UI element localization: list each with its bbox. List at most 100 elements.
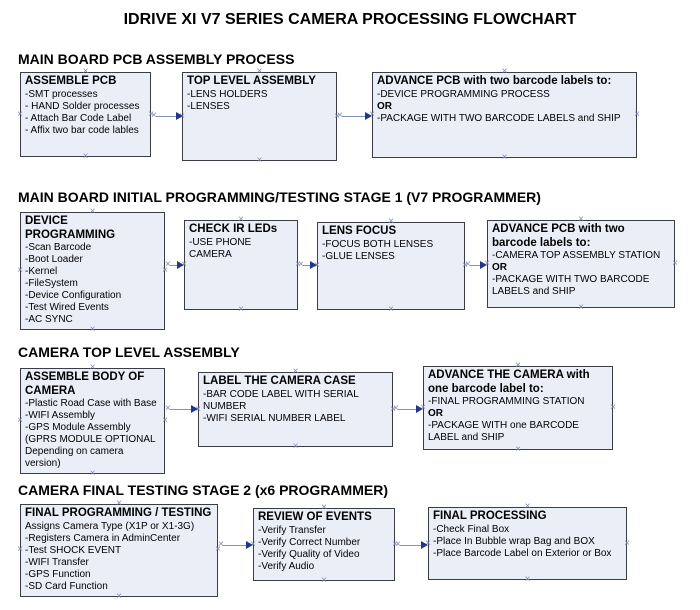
arrow-shaft <box>222 544 246 546</box>
box-item: Depending on camera version) <box>25 446 124 469</box>
box-title: DEVICE PROGRAMMING <box>25 215 116 241</box>
box-item: -LENSES <box>187 100 230 112</box>
box-title: ADVANCE THE CAMERA with one barcode labe… <box>428 369 590 395</box>
connection-handle: × <box>395 539 401 550</box>
connection-handle: × <box>165 259 171 270</box>
box-items: Assigns Camera Type (X1P or X1-3G)-Regis… <box>25 521 214 593</box>
box-item: -Plastic Road Case with Base <box>25 398 157 409</box>
section-header-camera-top-assembly: CAMERA TOP LEVEL ASSEMBLY <box>18 344 240 360</box>
connection-handle: × <box>388 304 394 315</box>
section-header-final-testing: CAMERA FINAL TESTING STAGE 2 (x6 PROGRAM… <box>18 482 388 498</box>
box-items: -Scan Barcode-Boot Loader-Kernel-FileSys… <box>25 242 161 326</box>
box-items: -Check Final Box-Place In Bubble wrap Ba… <box>433 524 623 560</box>
box-item: -PACKAGE WITH TWO BARCODE LABELS and SHI… <box>377 112 621 124</box>
section-header-initial-programming: MAIN BOARD INITIAL PROGRAMMING/TESTING S… <box>18 189 541 205</box>
connection-handle: × <box>218 539 224 550</box>
connection-handle: × <box>515 444 521 455</box>
box-item: -Scan Barcode <box>25 242 92 253</box>
flow-arrow: × <box>165 404 198 414</box>
connection-handle: × <box>524 574 531 585</box>
flow-box-final-processing: FINAL PROCESSING -Check Final Box-Place … <box>425 502 630 585</box>
box-items: -SMT processes- HAND Solder processes- A… <box>25 89 147 137</box>
box-title: ADVANCE PCB with two barcode labels to: <box>377 75 612 87</box>
arrowhead-icon <box>416 405 423 413</box>
connection-handle: × <box>672 258 678 269</box>
box-item: -Boot Loader <box>25 254 83 265</box>
flow-arrow: × <box>165 260 184 270</box>
flow-box-advance-pcb-to-programming: ADVANCE PCB with two barcode labels to: … <box>369 67 640 163</box>
box-item: -GLUE LENSES <box>322 250 395 262</box>
arrow-shaft <box>169 264 177 266</box>
flow-arrow: × <box>151 111 183 121</box>
connection-handle: × <box>17 265 23 276</box>
box-title: ASSEMBLE BODY OF CAMERA <box>25 371 145 397</box>
box-item: -PACKAGE WITH one BARCODE LABEL and SHIP <box>428 420 579 443</box>
connection-handle: × <box>501 152 508 163</box>
connection-handle: × <box>298 259 304 270</box>
box-item: -Device Configuration <box>25 290 122 301</box>
flow-box-review-of-events: REVIEW OF EVENTS -Verify Transfer-Verify… <box>250 503 398 586</box>
box-item: -WIFI Assembly <box>25 410 96 421</box>
arrowhead-icon <box>480 261 487 269</box>
connection-handle: × <box>393 403 399 414</box>
flow-arrow: × <box>218 540 253 550</box>
box-item: -Place In Bubble wrap Bag and BOX <box>433 535 595 547</box>
box-item: -GPS Module Assembly <box>25 422 131 433</box>
arrow-shaft <box>341 115 365 117</box>
box-item: -GPS Function <box>25 568 91 580</box>
box-item: -AC SYNC <box>25 314 73 325</box>
flow-box-advance-pcb-to-camera-top: ADVANCE PCB with two barcode labels to: … <box>484 215 678 313</box>
box-item: -Registers Camera in AdminCenter <box>25 532 181 544</box>
box-item: - HAND Solder processes <box>25 100 140 112</box>
arrowhead-icon <box>176 112 183 120</box>
box-item: Assigns Camera Type (X1P or X1-3G) <box>25 520 195 532</box>
connection-handle: × <box>17 544 23 556</box>
box-items: -Plastic Road Case with Base-WIFI Assemb… <box>25 398 161 470</box>
arrow-shaft <box>302 264 310 266</box>
box-item: -DEVICE PROGRAMMING PROCESS <box>377 88 550 100</box>
connection-handle: × <box>89 468 96 479</box>
box-items: -USE PHONE CAMERA <box>189 237 294 261</box>
flow-arrow: × <box>298 260 317 270</box>
box-title: REVIEW OF EVENTS <box>258 511 372 523</box>
connection-handle: × <box>165 403 171 414</box>
connection-handle: × <box>89 324 96 335</box>
box-items: -BAR CODE LABEL WITH SERIAL NUMBER-WIFI … <box>203 389 389 425</box>
connection-handle: × <box>116 590 122 602</box>
box-item: -Check Final Box <box>433 523 510 535</box>
connection-handle: × <box>17 108 23 120</box>
connection-handle: × <box>82 151 89 162</box>
box-items: -LENS HOLDERS-LENSES <box>187 89 333 113</box>
box-item: -Verify Audio <box>258 560 315 572</box>
box-item: -CAMERA TOP ASSEMBLY STATION <box>492 250 661 261</box>
connection-handle: × <box>238 304 244 315</box>
box-item: -WIFI SERIAL NUMBER LABEL <box>203 412 346 424</box>
arrowhead-icon <box>246 541 253 549</box>
flow-box-assemble-pcb: ASSEMBLE PCB -SMT processes- HAND Solder… <box>17 67 154 162</box>
box-item: -Test SHOCK EVENT <box>25 544 122 556</box>
box-title: TOP LEVEL ASSEMBLY <box>187 75 316 87</box>
arrowhead-icon <box>310 261 317 269</box>
connection-handle: × <box>256 155 263 166</box>
box-item: -Kernel <box>25 266 58 277</box>
box-item: -FOCUS BOTH LENSES <box>322 238 434 250</box>
section-header-pcb-assembly: MAIN BOARD PCB ASSEMBLY PROCESS <box>18 51 295 67</box>
box-item: -BAR CODE LABEL WITH SERIAL NUMBER <box>203 388 359 412</box>
box-item: -LENS HOLDERS <box>187 88 268 100</box>
box-item: -Verify Transfer <box>258 524 326 536</box>
connection-handle: × <box>624 537 630 549</box>
box-item: OR <box>492 262 507 273</box>
box-item: -Verify Correct Number <box>258 536 361 548</box>
connection-handle: × <box>337 110 343 121</box>
box-item: OR <box>377 100 392 112</box>
connection-handle: × <box>578 302 584 313</box>
connection-handle: × <box>321 575 327 586</box>
flow-arrow: × <box>337 111 372 121</box>
box-item: -FINAL PROGRAMMING STATION <box>428 396 585 407</box>
box-item: -WIFI Transfer <box>25 556 89 568</box>
box-item: - Affix two bar code lables <box>25 124 139 136</box>
box-title: FINAL PROGRAMMING / TESTING <box>25 507 212 519</box>
